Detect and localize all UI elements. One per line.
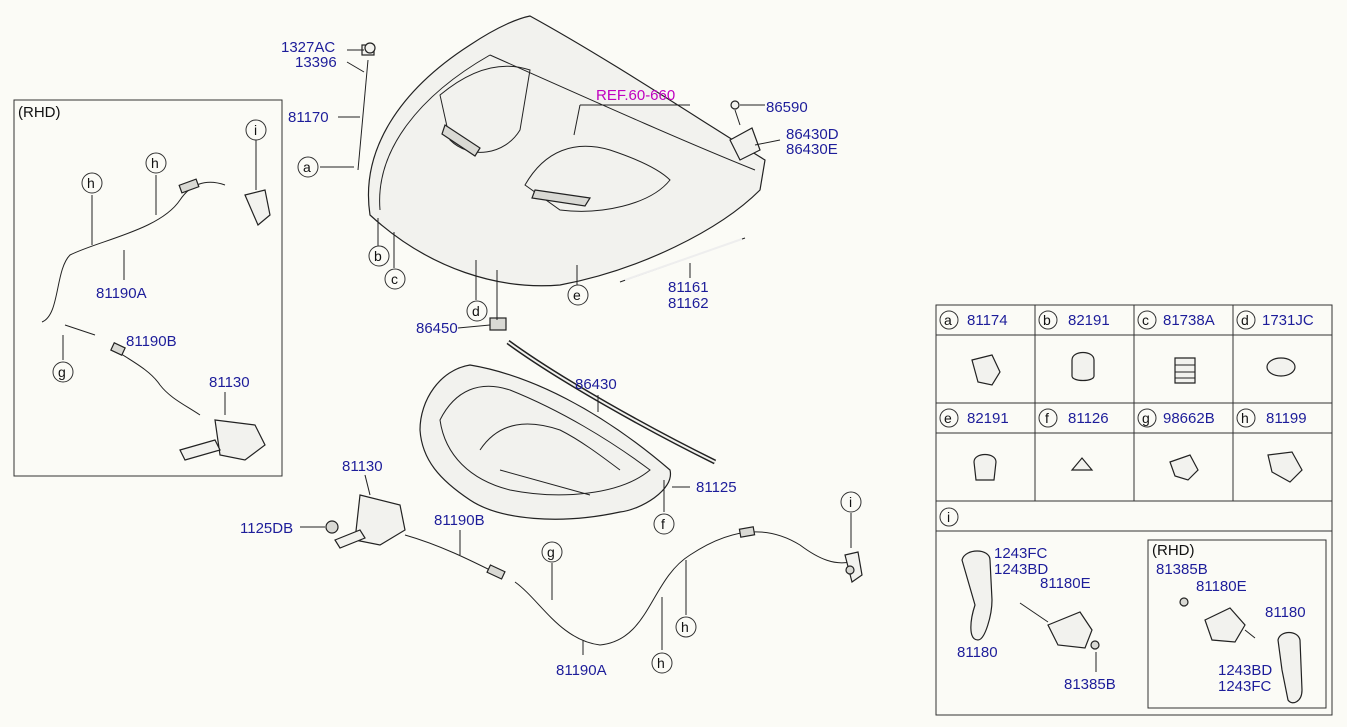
label-81170: 81170: [288, 109, 329, 126]
callout-c: c: [391, 271, 398, 287]
label-13396: 13396: [295, 54, 337, 71]
rhd-label-81190b: 81190B: [126, 333, 177, 350]
rhd-labels: (RHD) 81190A 81190B 81130: [18, 104, 250, 391]
callout-e: e: [573, 287, 581, 303]
rhd-callout-h: h: [87, 175, 95, 191]
label-86430: 86430: [575, 376, 617, 393]
legend-letter-a: a: [944, 312, 952, 328]
leader-lines: [62, 49, 852, 655]
i-label-81180: 81180: [957, 644, 998, 661]
legend-letter-f: f: [1045, 410, 1049, 426]
main-part-labels: 1327AC 13396 81170 REF.60-660 86590 8643…: [240, 39, 839, 679]
hood-latch: [325, 494, 406, 549]
label-81190a: 81190A: [556, 662, 607, 679]
label-81125: 81125: [696, 479, 737, 496]
rhd-title: (RHD): [18, 104, 61, 121]
i-label-81385b: 81385B: [1064, 676, 1116, 693]
clip-81199-icon: [1267, 451, 1303, 483]
clip-81174-icon: [971, 354, 1001, 386]
legend-table: a 81174 b 82191 c 81738A d 1731JC e 8219…: [935, 304, 1333, 716]
hood-stay-rod: [357, 42, 376, 171]
rhd-callout-h2: h: [151, 155, 159, 171]
callout-h2: h: [657, 655, 665, 671]
callout-a: a: [303, 159, 311, 175]
legend-letter-c: c: [1142, 312, 1149, 328]
rhd-release-cable: [41, 178, 226, 416]
legend-part-d: 1731JC: [1262, 312, 1314, 329]
i-label-81180e: 81180E: [1040, 575, 1091, 592]
release-handle: [844, 551, 863, 583]
label-81190b: 81190B: [434, 512, 485, 529]
legend-part-b: 82191: [1068, 312, 1110, 329]
legend-part-e: 82191: [967, 410, 1009, 427]
clip-98662b-icon: [1169, 454, 1199, 481]
label-81161: 81161: [668, 279, 709, 296]
callout-g: g: [547, 544, 555, 560]
i-rhd-label-1243fc: 1243FC: [1218, 678, 1272, 695]
i-label-1243bd: 1243BD: [994, 561, 1048, 578]
bumper-82191b-icon: [973, 453, 997, 481]
clip-81126-icon: [1070, 457, 1094, 471]
bumper-81738a-icon: [1174, 357, 1196, 384]
rhd-callout-g: g: [58, 364, 66, 380]
rhd-release-handle: [244, 189, 271, 226]
release-cable: [404, 526, 851, 646]
legend-part-g: 98662B: [1163, 410, 1215, 427]
rhd-inset-box: [13, 99, 283, 477]
i-label-1243fc: 1243FC: [994, 545, 1048, 562]
label-86430e: 86430E: [786, 141, 838, 158]
legend-letter-b: b: [1043, 312, 1051, 328]
rhd-callout-i: i: [254, 122, 257, 138]
hood-bumper-bracket: [729, 100, 761, 161]
release-lever-81180e-icon: [1047, 611, 1093, 649]
label-86430d: 86430D: [786, 126, 839, 143]
hood-lift-strut: [619, 237, 746, 283]
hood-panel: [368, 15, 766, 287]
legend-letter-e: e: [944, 410, 952, 426]
bumper-82191-icon: [1071, 351, 1095, 382]
rhd-release-handle-icon: [1277, 631, 1303, 704]
callouts: a b c d e f g h h i h h i g: [52, 119, 862, 674]
legend-part-a: 81174: [967, 312, 1008, 329]
hood-bumper-block: [489, 317, 507, 331]
rhd-label-81130: 81130: [209, 374, 250, 391]
legend-letter-g: g: [1142, 410, 1150, 426]
i-rhd-label-81180: 81180: [1265, 604, 1306, 621]
rhd-label-81190a: 81190A: [96, 285, 147, 302]
label-86450: 86450: [416, 320, 458, 337]
label-1327ac: 1327AC: [281, 39, 335, 56]
legend-letter-h: h: [1241, 410, 1249, 426]
plug-1731jc-icon: [1266, 357, 1296, 377]
callout-i: i: [849, 494, 852, 510]
label-1125db: 1125DB: [240, 520, 293, 537]
callout-d: d: [472, 303, 480, 319]
legend-part-c: 81738A: [1163, 312, 1215, 329]
callout-b: b: [374, 248, 382, 264]
rhd-hood-latch: [179, 419, 266, 461]
hood-insulator-pad: [419, 364, 671, 520]
i-rhd-title: (RHD): [1152, 542, 1195, 559]
label-86590: 86590: [766, 99, 808, 116]
callout-h: h: [681, 619, 689, 635]
legend-letter-i: i: [947, 509, 950, 525]
i-rhd-box: [1147, 539, 1327, 709]
legend-part-h: 81199: [1266, 410, 1307, 427]
i-rhd-label-81180e: 81180E: [1196, 578, 1247, 595]
legend-letter-d: d: [1241, 312, 1249, 328]
label-81162: 81162: [668, 295, 709, 312]
i-rhd-label-81385b: 81385B: [1156, 561, 1208, 578]
release-handle-81180-icon: [961, 550, 993, 641]
ref-label: REF.60-660: [596, 87, 675, 104]
rhd-release-lever-icon: [1204, 607, 1246, 643]
legend-part-f: 81126: [1068, 410, 1109, 427]
label-81130: 81130: [342, 458, 383, 475]
callout-f: f: [661, 516, 665, 532]
i-rhd-label-1243bd: 1243BD: [1218, 662, 1272, 679]
